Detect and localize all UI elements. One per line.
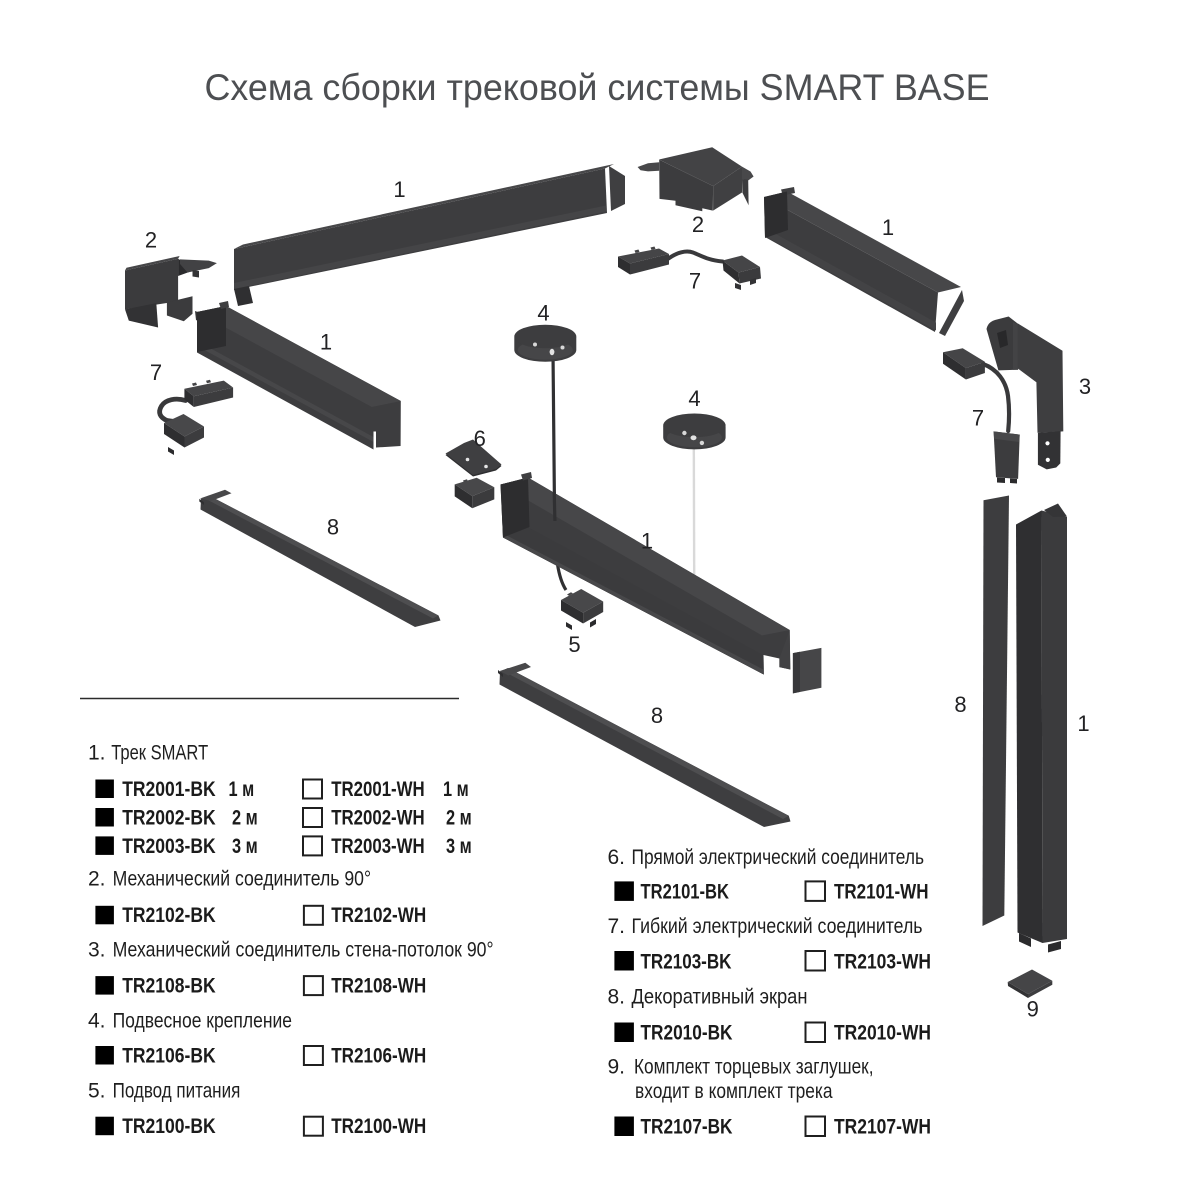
svg-text:4: 4 bbox=[688, 386, 700, 411]
svg-text:Гибкий электрический соедините: Гибкий электрический соединитель bbox=[632, 915, 923, 938]
svg-text:1: 1 bbox=[320, 330, 332, 355]
svg-text:TR2001-BK: TR2001-BK bbox=[122, 777, 216, 801]
svg-text:TR2103-BK: TR2103-BK bbox=[641, 949, 732, 973]
svg-text:1: 1 bbox=[1077, 711, 1089, 736]
svg-text:TR2102-BK: TR2102-BK bbox=[122, 903, 216, 927]
svg-text:3 м: 3 м bbox=[232, 834, 258, 858]
svg-text:Трек SMART: Трек SMART bbox=[111, 741, 208, 764]
svg-text:TR2107-WH: TR2107-WH bbox=[834, 1115, 931, 1139]
svg-text:Прямой электрический соедините: Прямой электрический соединитель bbox=[632, 846, 925, 869]
svg-text:1 м: 1 м bbox=[443, 777, 469, 801]
svg-text:Декоративный экран: Декоративный экран bbox=[632, 986, 808, 1009]
svg-text:3 м: 3 м bbox=[446, 834, 472, 858]
svg-text:6.: 6. bbox=[608, 846, 626, 869]
svg-text:TR2103-WH: TR2103-WH bbox=[834, 949, 931, 973]
svg-text:TR2102-WH: TR2102-WH bbox=[331, 903, 426, 927]
svg-text:5.: 5. bbox=[88, 1080, 106, 1103]
svg-text:TR2107-BK: TR2107-BK bbox=[641, 1115, 733, 1139]
svg-text:Комплект торцевых заглушек,: Комплект торцевых заглушек, bbox=[634, 1056, 874, 1079]
svg-text:7.: 7. bbox=[608, 915, 626, 938]
svg-text:4.: 4. bbox=[88, 1009, 106, 1032]
svg-text:8: 8 bbox=[651, 703, 663, 728]
svg-text:2 м: 2 м bbox=[232, 806, 258, 830]
svg-text:TR2108-WH: TR2108-WH bbox=[331, 974, 426, 998]
svg-text:1 м: 1 м bbox=[229, 777, 255, 801]
svg-text:2: 2 bbox=[692, 212, 704, 237]
svg-text:3: 3 bbox=[1079, 374, 1091, 399]
svg-text:TR2001-WH: TR2001-WH bbox=[331, 777, 425, 801]
svg-text:TR2003-BK: TR2003-BK bbox=[122, 834, 216, 858]
svg-text:7: 7 bbox=[150, 360, 162, 385]
svg-text:TR2106-WH: TR2106-WH bbox=[331, 1044, 426, 1068]
svg-text:Схема сборки трековой системы: Схема сборки трековой системы SMART BASE bbox=[205, 67, 990, 108]
svg-text:Подвод питания: Подвод питания bbox=[113, 1080, 241, 1103]
svg-text:2 м: 2 м bbox=[446, 806, 472, 830]
svg-text:TR2106-BK: TR2106-BK bbox=[122, 1044, 216, 1068]
svg-text:2: 2 bbox=[145, 228, 157, 253]
svg-text:1: 1 bbox=[641, 529, 653, 554]
svg-text:3.: 3. bbox=[88, 939, 106, 962]
svg-text:TR2010-BK: TR2010-BK bbox=[641, 1021, 733, 1045]
svg-text:8: 8 bbox=[954, 692, 966, 717]
svg-text:2.: 2. bbox=[88, 868, 106, 891]
svg-text:5: 5 bbox=[568, 632, 580, 657]
svg-text:4: 4 bbox=[537, 301, 549, 326]
svg-text:Подвесное крепление: Подвесное крепление bbox=[113, 1009, 292, 1032]
svg-text:Механический соединитель стена: Механический соединитель стена-потолок 9… bbox=[113, 939, 494, 962]
svg-text:Механический соединитель 90°: Механический соединитель 90° bbox=[113, 868, 371, 891]
svg-text:7: 7 bbox=[972, 406, 984, 431]
svg-text:TR2101-BK: TR2101-BK bbox=[641, 880, 730, 904]
svg-text:входит в комплект трека: входит в комплект трека bbox=[635, 1080, 833, 1103]
svg-text:TR2010-WH: TR2010-WH bbox=[834, 1021, 931, 1045]
svg-text:9.: 9. bbox=[608, 1056, 626, 1079]
svg-text:TR2100-BK: TR2100-BK bbox=[122, 1114, 216, 1138]
svg-text:8: 8 bbox=[327, 515, 339, 540]
svg-text:TR2002-BK: TR2002-BK bbox=[122, 806, 216, 830]
svg-text:TR2002-WH: TR2002-WH bbox=[331, 806, 425, 830]
svg-text:7: 7 bbox=[689, 269, 701, 294]
svg-text:9: 9 bbox=[1027, 996, 1039, 1021]
svg-text:TR2101-WH: TR2101-WH bbox=[834, 880, 929, 904]
svg-text:TR2003-WH: TR2003-WH bbox=[331, 834, 425, 858]
svg-text:8.: 8. bbox=[608, 986, 626, 1009]
svg-text:1: 1 bbox=[882, 215, 894, 240]
svg-text:6: 6 bbox=[474, 426, 486, 451]
svg-text:1.: 1. bbox=[88, 741, 106, 764]
svg-text:1: 1 bbox=[393, 177, 405, 202]
svg-text:TR2100-WH: TR2100-WH bbox=[331, 1114, 426, 1138]
svg-text:TR2108-BK: TR2108-BK bbox=[122, 974, 216, 998]
